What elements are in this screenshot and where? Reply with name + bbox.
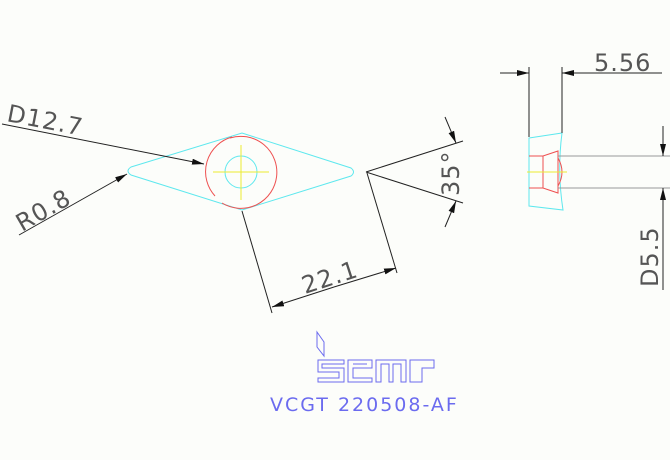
dim-angle-label: 35° <box>437 150 465 196</box>
side-outline <box>528 132 564 211</box>
dim-d12-7-label: D12.7 <box>5 99 86 141</box>
dim-length-label: 22.1 <box>298 255 361 299</box>
insert-outline <box>127 132 354 211</box>
dim-angle: 35° <box>365 116 465 228</box>
insert-side-view <box>527 132 670 211</box>
dim-hole-label: D5.5 <box>636 226 664 287</box>
dim-corner-radius: R0.8 <box>11 173 128 238</box>
designation-label: VCGT 220508-AF <box>270 394 459 416</box>
clamp-hole-arc <box>205 135 278 209</box>
dim-hole-diameter: D5.5 <box>636 126 666 290</box>
dim-length: 22.1 <box>241 172 398 314</box>
dim-thickness: 5.56 <box>500 49 662 137</box>
dim-thickness-label: 5.56 <box>594 49 651 77</box>
iscar-logo <box>316 330 435 383</box>
dim-r0-8-label: R0.8 <box>11 184 76 238</box>
insert-top-view <box>127 132 354 211</box>
